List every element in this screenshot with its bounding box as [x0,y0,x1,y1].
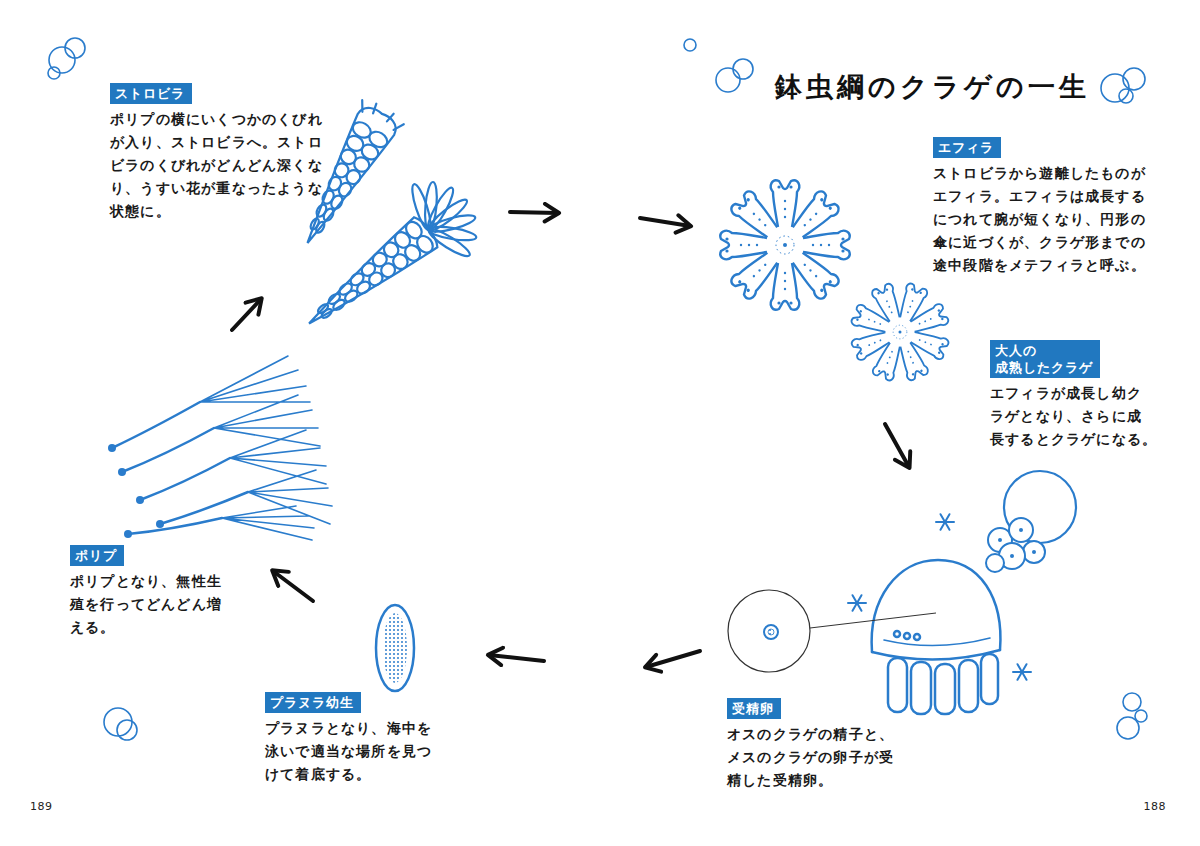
fertilized-egg-drawing [728,590,936,672]
polyp-bases [108,444,164,538]
stage-description: ストロビラから遊離したものが エフィラ。エフィラは成長する につれて腕が短くなり… [933,162,1148,277]
bubble [684,39,696,51]
bubble [1135,710,1147,722]
jellyfish-bell [872,560,1001,652]
cycle-arrow [489,655,544,661]
jellyfish-spot [894,631,900,637]
planula-drawing [376,605,414,691]
polyp-drawing [108,356,332,540]
bubble [48,67,60,79]
adult-jellyfish-drawing [848,471,1076,714]
polyp-tentacles [200,356,332,540]
bubble [104,708,132,736]
stage-label: プラヌラ幼生 [265,692,361,713]
jellyfish-spot [904,633,910,639]
stage-label: エフィラ [933,137,1001,158]
stage-description: ポリプの横にいくつかのくびれ が入り、ストロビラへ。ストロ ビラのくびれがどんど… [110,108,325,223]
oral-arm [911,662,931,714]
jellyfish-inner [884,638,990,646]
callout-circle [728,590,810,672]
stage-label: ストロビラ [110,83,192,104]
page-number: 188 [1144,800,1167,814]
bubble [716,68,740,92]
stage-description: オスのクラゲの精子と、 メスのクラゲの卵子が受 精した受精卵。 [727,723,897,792]
bubble [733,59,753,79]
cycle-arrow [273,571,313,601]
ephyra-small [850,282,949,381]
stage-block: エフィラストロビラから遊離したものが エフィラ。エフィラは成長する につれて腕が… [933,137,1148,277]
bubble [1119,89,1133,103]
bubbles [48,38,1147,740]
cycle-arrow [510,212,558,213]
stage-description: プラヌラとなり、海中を 泳いで適当な場所を見つ けて着底する。 [265,717,435,786]
callout-leader [810,613,936,628]
stage-block: 大人の 成熟したクラゲエフィラが成長し幼ク ラゲとなり、さらに成 長するとクラゲ… [990,340,1160,451]
stage-description: ポリプとなり、無性生 殖を行ってどんどん増 える。 [70,570,224,639]
stage-description: エフィラが成長し幼ク ラゲとなり、さらに成 長するとクラゲになる。 [990,382,1160,451]
oral-arm [959,660,978,712]
bubble [117,720,137,740]
bubble [1123,693,1141,711]
stage-block: ストロビラポリプの横にいくつかのくびれ が入り、ストロビラへ。ストロ ビラのくび… [110,83,325,223]
stage-label: 受精卵 [727,698,781,719]
small-jellyfish-cluster [986,518,1045,572]
stage-label: ポリプ [70,545,124,566]
page-title: 鉢虫綱のクラゲの一生 [775,70,1090,104]
oral-arm [888,658,907,712]
page-number: 189 [30,800,53,814]
small-jellyfish-bell [1004,471,1076,543]
planula-outline [376,605,414,691]
oral-arm [935,664,955,714]
cycle-arrow [640,218,690,226]
planula-body [383,613,407,683]
bubble [65,38,85,58]
oral-arm [981,654,998,704]
stage-label: 大人の 成熟したクラゲ [990,340,1100,378]
cycle-arrow [646,651,700,667]
egg-nucleus [768,629,774,635]
ephyra-drawing [720,180,949,381]
stage-block: プラヌラ幼生プラヌラとなり、海中を 泳いで適当な場所を見つ けて着底する。 [265,692,435,786]
stage-block: 受精卵オスのクラゲの精子と、 メスのクラゲの卵子が受 精した受精卵。 [727,698,897,792]
ephyra-large [720,180,849,309]
bubble [1123,68,1145,90]
egg-cell [764,625,778,639]
bubble [49,47,75,73]
bubble [1117,717,1139,739]
sparkles [848,514,1031,680]
jellyfish-spot [914,634,920,640]
cycle-arrows [232,212,909,667]
cycle-arrow [885,424,909,467]
cycle-arrow [232,299,261,330]
bubble [1101,74,1129,102]
stage-block: ポリプポリプとなり、無性生 殖を行ってどんどん増 える。 [70,545,224,639]
